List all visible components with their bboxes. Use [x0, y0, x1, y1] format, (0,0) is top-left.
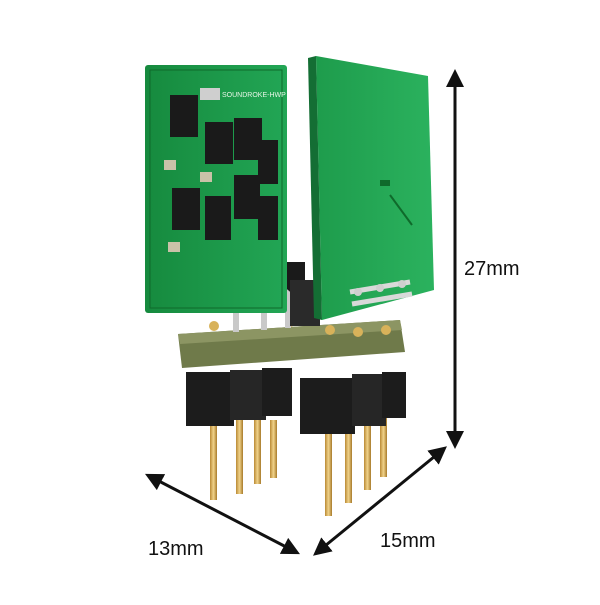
- board-silkscreen: SOUNDROKE-HWP: [222, 92, 286, 99]
- pin-headers: [186, 368, 406, 434]
- width-dimension-label: 13mm: [148, 538, 204, 560]
- width-arrow: [145, 473, 300, 555]
- pin-row: [210, 415, 387, 516]
- depth-arrow: [313, 446, 447, 556]
- height-dimension-label: 27mm: [464, 258, 520, 280]
- right-pcb: [308, 56, 434, 320]
- left-pcb: SOUNDROKE-HWP: [145, 65, 287, 313]
- depth-dimension-label: 15mm: [380, 530, 436, 552]
